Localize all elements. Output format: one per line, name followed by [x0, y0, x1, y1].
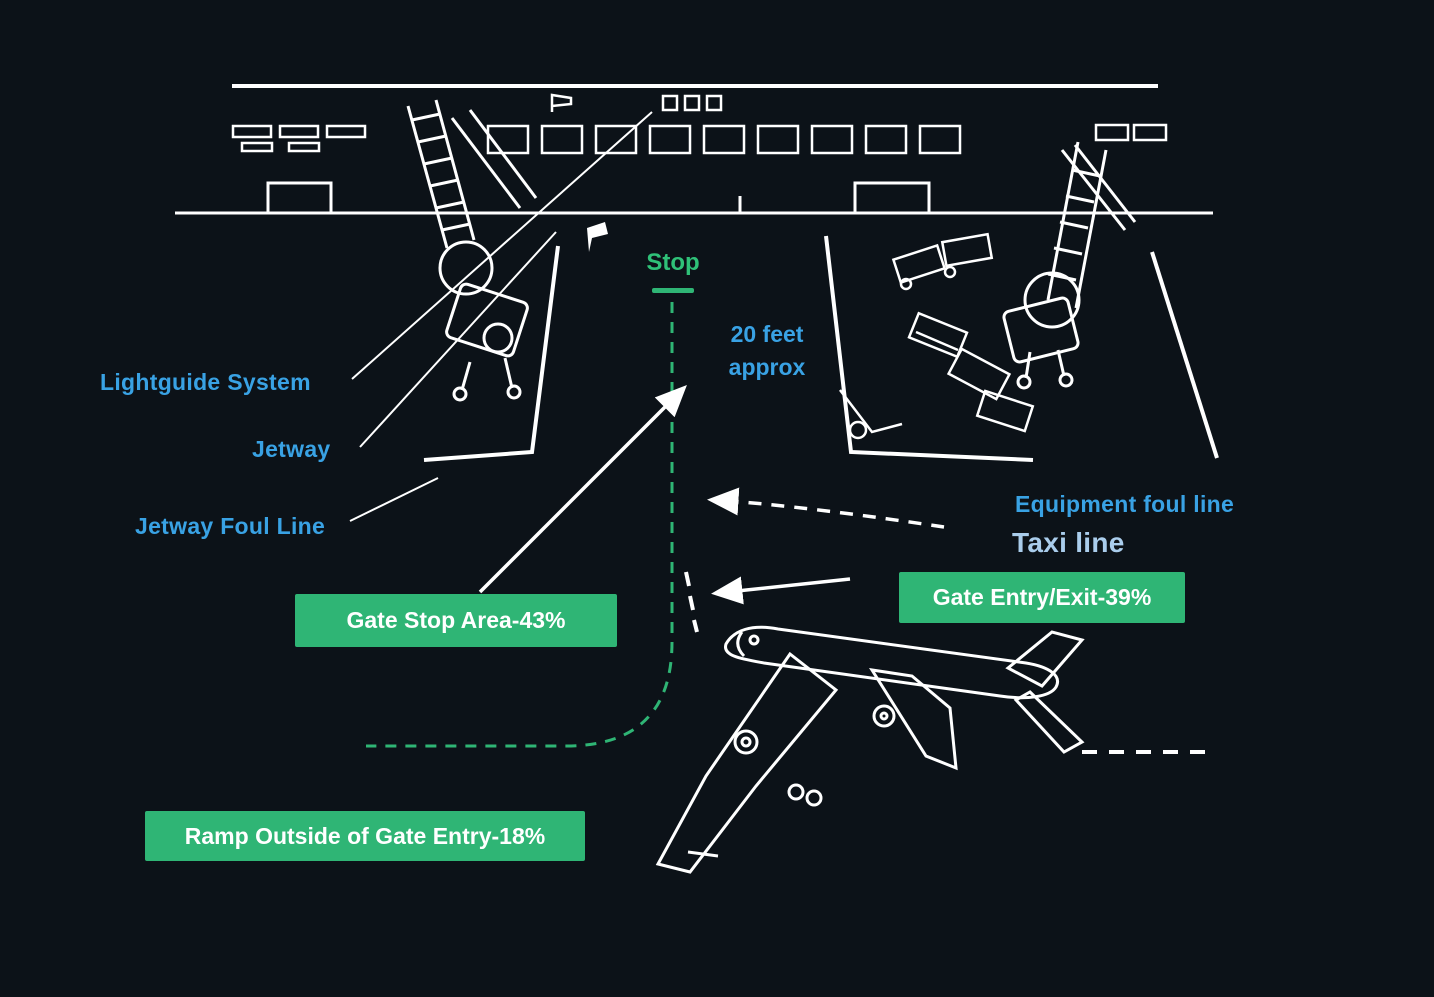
aircraft-drawing [655, 625, 1085, 874]
jetway-left-drawing [406, 99, 538, 402]
jetway-label: Jetway [252, 436, 331, 462]
ramp-outside-gate-entry-badge: Ramp Outside of Gate Entry-18% [145, 811, 585, 861]
equipment-foul-line-arrow [707, 487, 945, 529]
taxi-line-label: Taxi line [1012, 527, 1125, 558]
taxi-line-marks [684, 571, 1214, 754]
distance-line-2: approx [728, 354, 806, 380]
jetway-right-drawing [1002, 141, 1137, 390]
terminal-building [175, 84, 1213, 215]
stop-underline [652, 288, 694, 293]
distance-label: 20 feet approx [707, 318, 827, 384]
apron-diagonal-line [1150, 251, 1219, 459]
lightguide-unit [550, 93, 723, 112]
gate-entry-arrow [711, 576, 851, 605]
foul-lines [423, 235, 1219, 462]
equipment-foul-line-mark [824, 235, 1034, 462]
stop-label: Stop [646, 249, 700, 276]
marshaller-flag-icon [587, 222, 608, 252]
lightguide-system-label: Lightguide System [100, 369, 311, 395]
equipment-foul-line-label: Equipment foul line [1015, 491, 1235, 517]
gate-entry-exit-badge: Gate Entry/Exit-39% [899, 572, 1185, 623]
ground-equipment [839, 232, 1035, 440]
label-pointer-lines [349, 111, 653, 522]
gate-stop-area-badge: Gate Stop Area-43% [295, 594, 617, 647]
gate-stop-arrow [478, 385, 687, 594]
guidance-path [366, 288, 694, 748]
jetway-foul-line-label: Jetway Foul Line [135, 513, 326, 539]
distance-line-1: 20 feet [730, 321, 804, 347]
arrows [478, 385, 945, 605]
jetway-foul-line-mark [423, 245, 560, 462]
